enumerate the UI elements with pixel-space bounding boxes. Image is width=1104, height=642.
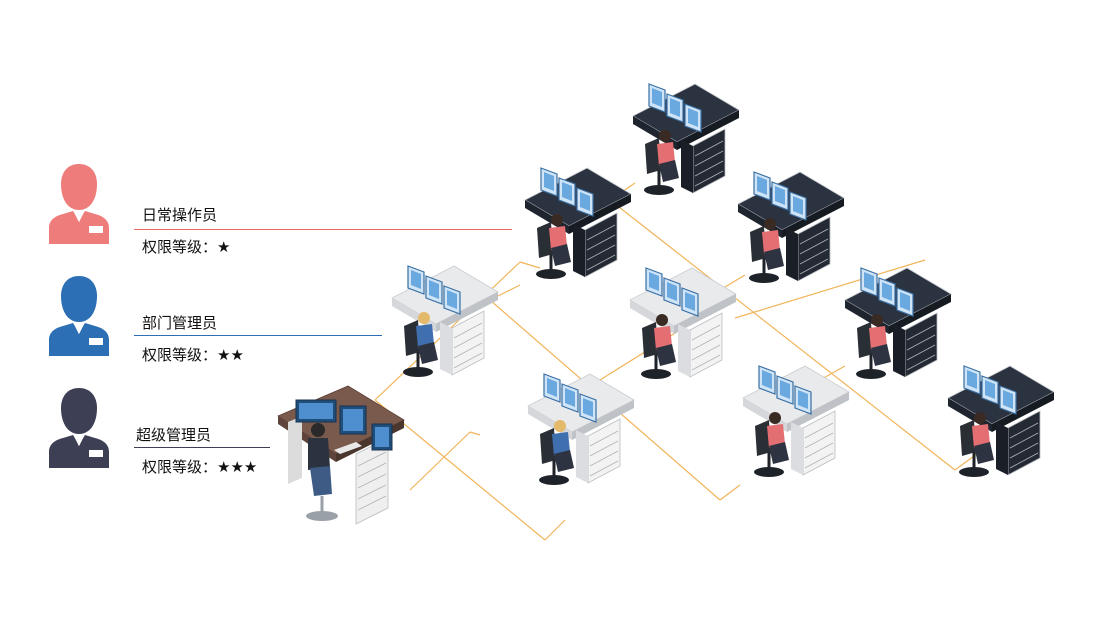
operator-workstation xyxy=(391,265,499,377)
workstations xyxy=(277,83,1055,525)
role-connector-line xyxy=(134,229,512,230)
network-line xyxy=(719,484,741,501)
operator-workstation xyxy=(524,167,632,279)
role-daily-operator: 日常操作员 权限等级：★ xyxy=(0,160,520,260)
role-connector-line xyxy=(134,335,382,336)
role-permission: 权限等级：★★★ xyxy=(142,458,258,476)
role-permission: 权限等级：★★ xyxy=(142,346,244,364)
operator-workstation xyxy=(742,365,850,477)
role-name: 超级管理员 xyxy=(136,426,212,444)
role-name: 日常操作员 xyxy=(142,206,218,224)
super-admin-workstation xyxy=(277,385,405,525)
role-department-admin: 部门管理员 权限等级：★★ xyxy=(0,272,520,372)
network-line xyxy=(519,261,541,269)
operator-workstation xyxy=(629,267,737,379)
role-super-admin: 超级管理员 权限等级：★★★ xyxy=(0,384,520,484)
network-line xyxy=(609,199,956,471)
network-line xyxy=(734,259,926,319)
role-permission: 权限等级：★ xyxy=(142,238,231,256)
user-badge-icon xyxy=(49,388,109,468)
network-line xyxy=(469,431,481,436)
network-line xyxy=(544,519,566,541)
network-line xyxy=(409,431,471,491)
operator-workstation xyxy=(527,373,635,485)
user-badge-icon xyxy=(49,276,109,356)
operator-workstation xyxy=(737,171,845,283)
operator-workstation xyxy=(632,83,740,195)
role-connector-line xyxy=(134,447,270,448)
role-name: 部门管理员 xyxy=(142,314,218,332)
operator-workstation xyxy=(947,365,1055,477)
operator-workstation xyxy=(844,267,952,379)
user-badge-icon xyxy=(49,164,109,244)
